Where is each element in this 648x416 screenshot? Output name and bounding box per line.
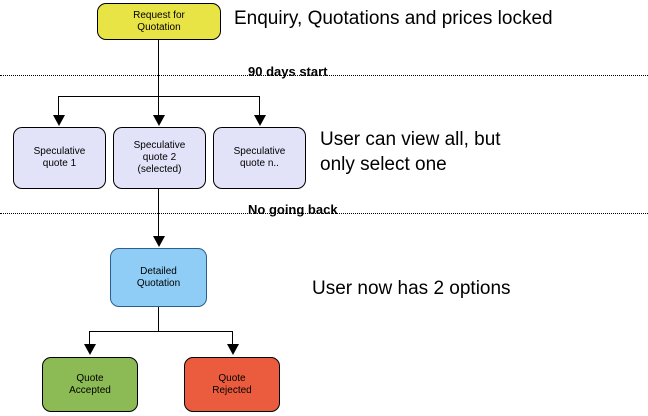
connector-branch-bar-bottom [89,331,233,332]
node-quote-accepted-label: Quote Accepted [69,372,111,396]
connector-branch-bar-top [58,96,260,97]
node-quote-rejected-label: Quote Rejected [212,372,252,396]
node-quote-accepted[interactable]: Quote Accepted [42,357,138,412]
arrowhead-to-speculative-quote-n [254,115,266,126]
connector-branch-mid-drop [158,96,159,116]
phase-separator-90-days [0,75,648,76]
node-quote-rejected[interactable]: Quote Rejected [184,357,280,412]
connector-rfq-stem [158,40,159,96]
node-detailed-quotation-label: Detailed Quotation [136,265,181,289]
connector-selected-quote-stem [158,189,159,237]
phase-separator-no-going-back [0,213,648,214]
node-detailed-quotation[interactable]: Detailed Quotation [110,248,207,307]
connector-branch-left-drop [58,96,59,116]
node-speculative-quote-2[interactable]: Speculative quote 2 (selected) [113,127,206,189]
node-request-for-quotation-label: Request for Quotation [133,9,185,33]
arrowhead-to-speculative-quote-2 [153,115,165,126]
arrowhead-to-detailed-quotation [153,236,165,247]
arrowhead-to-quote-rejected [227,344,239,355]
node-speculative-quote-2-label: Speculative quote 2 (selected) [133,140,186,175]
annotation-enquiry-locked: Enquiry, Quotations and prices locked [234,8,553,29]
phase-separator-no-going-back-label: No going back [248,202,338,217]
node-speculative-quote-n[interactable]: Speculative quote n.. [213,127,306,189]
arrowhead-to-quote-accepted [84,344,96,355]
arrowhead-to-speculative-quote-1 [53,115,65,126]
annotation-view-all-select-one: User can view all, but only select one [320,129,501,175]
node-speculative-quote-n-label: Speculative quote n.. [233,146,286,169]
connector-branch-right-drop [259,96,260,116]
node-speculative-quote-1-label: Speculative quote 1 [33,146,86,169]
connector-detailed-stem [158,307,159,331]
annotation-two-options: User now has 2 options [312,278,511,299]
connector-branch-accepted-drop [89,331,90,345]
connector-branch-rejected-drop [232,331,233,345]
node-request-for-quotation[interactable]: Request for Quotation [97,3,221,40]
phase-separator-90-days-label: 90 days start [248,64,328,79]
node-speculative-quote-1[interactable]: Speculative quote 1 [13,127,106,189]
